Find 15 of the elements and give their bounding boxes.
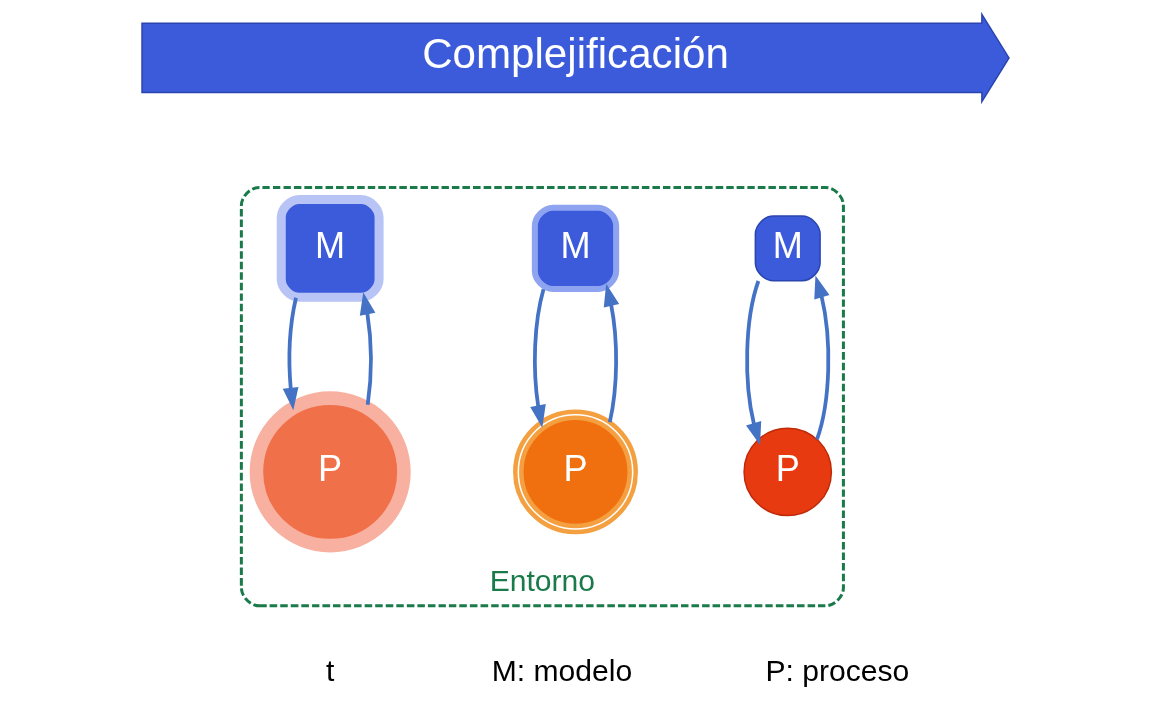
node-circle: P bbox=[249, 391, 411, 553]
label: P: proceso bbox=[764, 654, 909, 688]
node-circle: P bbox=[742, 427, 832, 517]
arrow bbox=[359, 292, 375, 405]
node-box: M bbox=[754, 215, 821, 282]
arrow bbox=[529, 288, 546, 428]
node-box: M bbox=[531, 204, 619, 293]
node-circle: P bbox=[512, 409, 638, 535]
arrow bbox=[603, 283, 619, 423]
label: M: modelo bbox=[491, 654, 632, 688]
arrow bbox=[813, 275, 830, 440]
node-box: M bbox=[276, 194, 384, 302]
arrow bbox=[744, 280, 761, 445]
label: t bbox=[325, 654, 334, 688]
arrow bbox=[282, 297, 298, 411]
